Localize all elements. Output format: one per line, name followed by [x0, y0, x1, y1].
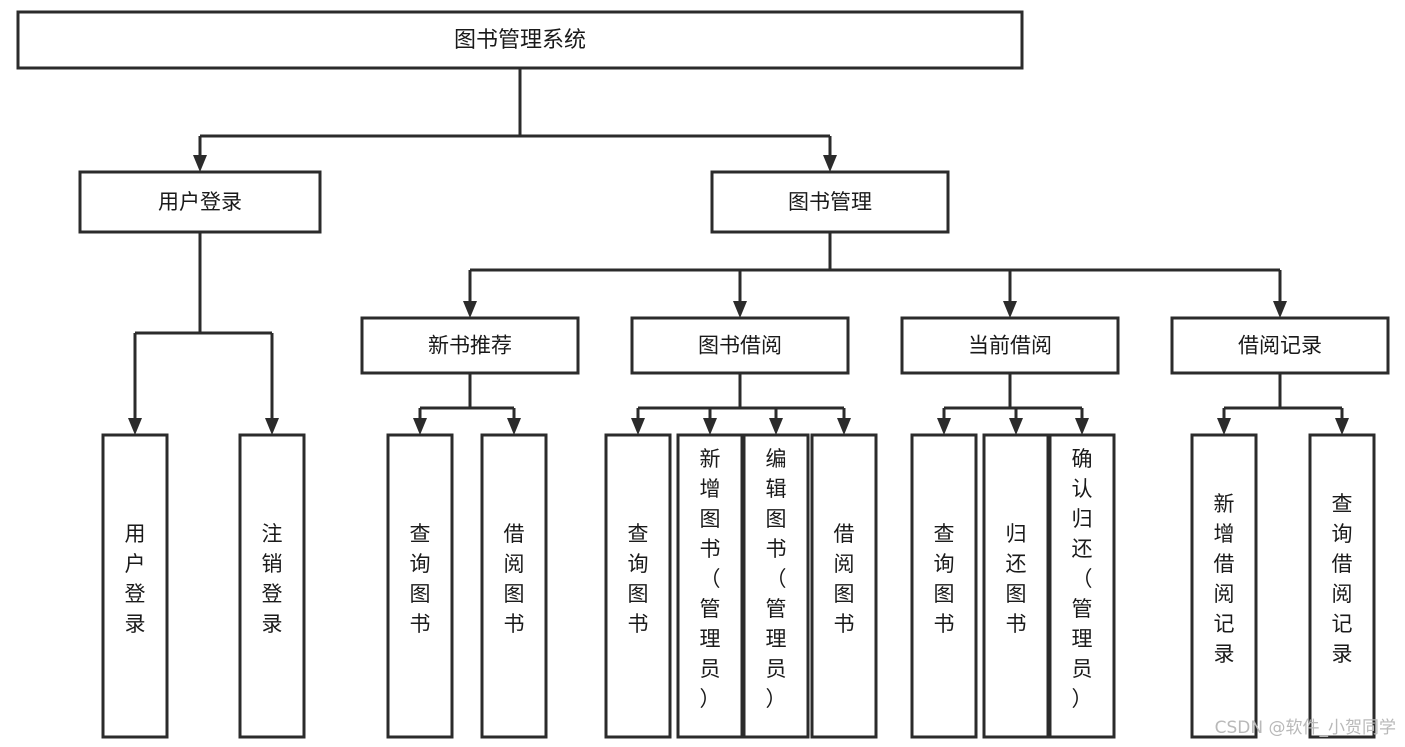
leaf-node-13[interactable]: 查询借阅记录	[1308, 433, 1376, 739]
leaf-node-8[interactable]: 借阅图书	[810, 433, 878, 739]
level3-node-1[interactable]: 新书推荐	[360, 316, 580, 375]
leaf-node-12[interactable]: 新增借阅记录	[1190, 433, 1258, 739]
leaf-node-box[interactable]	[480, 433, 548, 739]
level3-node-label: 图书借阅	[698, 334, 782, 358]
level2-2-arrow-arrowhead	[823, 155, 837, 172]
leaf-node-11[interactable]: 确认归还（管理员）	[1048, 433, 1116, 739]
leaf-node-box[interactable]	[910, 433, 978, 739]
root-node-label: 图书管理系统	[454, 28, 586, 53]
level2-node-label: 用户登录	[158, 190, 242, 214]
level3-node-box[interactable]	[630, 316, 850, 375]
level2-node-box[interactable]	[710, 170, 950, 234]
leaf-node-label: 查询借阅记录	[1332, 492, 1353, 666]
leaf-node-box[interactable]	[604, 433, 672, 739]
level3-2-leaf-4-arrow-arrowhead	[837, 418, 851, 435]
leaf-node-5[interactable]: 查询图书	[604, 433, 672, 739]
level2-node-box[interactable]	[78, 170, 322, 234]
leaf-node-label: 查询图书	[410, 522, 431, 636]
level3-node-2[interactable]: 图书借阅	[630, 316, 850, 375]
leaf-node-4[interactable]: 借阅图书	[480, 433, 548, 739]
level3-1-arrow-arrowhead	[463, 301, 477, 318]
user-login-leaf-1-arrow-arrowhead	[128, 418, 142, 435]
leaf-node-label: 编辑图书（管理员）	[766, 447, 787, 711]
level3-4-leaf-1-arrow-arrowhead	[1217, 418, 1231, 435]
level3-node-3[interactable]: 当前借阅	[900, 316, 1120, 375]
leaf-node-7[interactable]: 编辑图书（管理员）	[742, 433, 810, 739]
level3-1-leaf-1-arrow-arrowhead	[413, 418, 427, 435]
leaf-node-box[interactable]	[238, 433, 306, 739]
level3-3-leaf-3-arrow-arrowhead	[1075, 418, 1089, 435]
level2-node-label: 图书管理	[788, 190, 872, 214]
leaf-node-label: 归还图书	[1006, 522, 1027, 636]
level3-node-label: 新书推荐	[428, 334, 512, 358]
leaf-node-2[interactable]: 注销登录	[238, 433, 306, 739]
level3-2-leaf-1-arrow-arrowhead	[631, 418, 645, 435]
level3-2-leaf-2-arrow-arrowhead	[703, 418, 717, 435]
leaf-node-6[interactable]: 新增图书（管理员）	[676, 433, 744, 739]
leaf-node-10[interactable]: 归还图书	[982, 433, 1050, 739]
leaf-node-label: 新增图书（管理员）	[700, 447, 721, 711]
level3-3-arrow-arrowhead	[1003, 301, 1017, 318]
leaf-node-box[interactable]	[676, 433, 744, 739]
leaf-node-box[interactable]	[810, 433, 878, 739]
root-node-1[interactable]: 图书管理系统	[16, 10, 1024, 70]
leaf-node-label: 新增借阅记录	[1214, 492, 1235, 666]
level3-3-leaf-2-arrow-arrowhead	[1009, 418, 1023, 435]
level3-node-label: 当前借阅	[968, 334, 1052, 358]
leaf-node-label: 借阅图书	[834, 522, 855, 636]
level3-node-label: 借阅记录	[1238, 334, 1322, 358]
leaf-node-box[interactable]	[742, 433, 810, 739]
level3-1-leaf-2-arrow-arrowhead	[507, 418, 521, 435]
leaf-node-9[interactable]: 查询图书	[910, 433, 978, 739]
level3-2-leaf-3-arrow-arrowhead	[769, 418, 783, 435]
leaf-node-label: 确认归还（管理员）	[1072, 447, 1093, 711]
level3-node-4[interactable]: 借阅记录	[1170, 316, 1390, 375]
leaf-node-3[interactable]: 查询图书	[386, 433, 454, 739]
level3-node-box[interactable]	[1170, 316, 1390, 375]
leaf-node-label: 用户登录	[125, 522, 146, 636]
leaf-node-box[interactable]	[386, 433, 454, 739]
leaf-node-box[interactable]	[1190, 433, 1258, 739]
user-login-leaf-2-arrow-arrowhead	[265, 418, 279, 435]
level3-4-arrow-arrowhead	[1273, 301, 1287, 318]
level3-4-leaf-2-arrow-arrowhead	[1335, 418, 1349, 435]
connectors-layer	[128, 68, 1349, 435]
leaf-node-label: 注销登录	[262, 522, 283, 636]
leaf-node-label: 借阅图书	[504, 522, 525, 636]
leaf-node-box[interactable]	[1308, 433, 1376, 739]
level3-2-arrow-arrowhead	[733, 301, 747, 318]
level2-node-1[interactable]: 用户登录	[78, 170, 322, 234]
leaf-node-label: 查询图书	[628, 522, 649, 636]
level3-node-box[interactable]	[900, 316, 1120, 375]
leaf-node-box[interactable]	[1048, 433, 1116, 739]
leaf-node-box[interactable]	[982, 433, 1050, 739]
level3-node-box[interactable]	[360, 316, 580, 375]
root-node-box[interactable]	[16, 10, 1024, 70]
csdn-watermark: CSDN @软件_小贺同学	[1215, 718, 1396, 738]
level2-node-2[interactable]: 图书管理	[710, 170, 950, 234]
leaf-node-box[interactable]	[101, 433, 169, 739]
level2-1-arrow-arrowhead	[193, 155, 207, 172]
leaf-node-1[interactable]: 用户登录	[101, 433, 169, 739]
level3-3-leaf-1-arrow-arrowhead	[937, 418, 951, 435]
nodes-layer: 图书管理系统用户登录图书管理新书推荐图书借阅当前借阅借阅记录用户登录注销登录查询…	[16, 10, 1390, 739]
leaf-node-label: 查询图书	[934, 522, 955, 636]
